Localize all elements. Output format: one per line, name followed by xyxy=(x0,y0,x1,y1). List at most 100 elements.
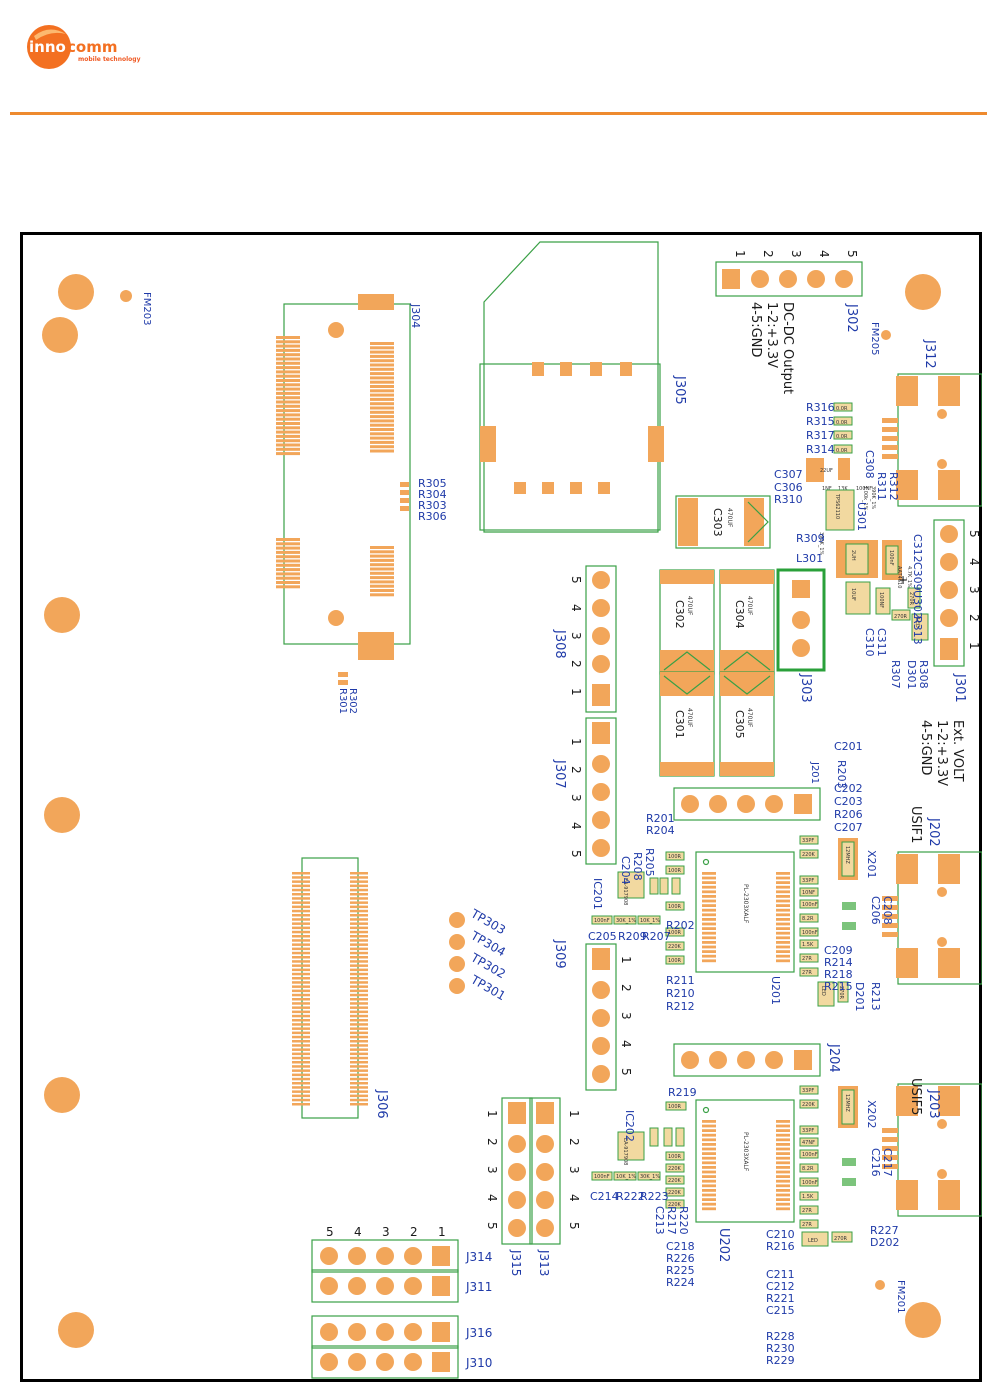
j306-pin xyxy=(350,1023,368,1026)
logo-tagline: mobile technology xyxy=(78,56,141,63)
label-c214: C214 xyxy=(590,1190,619,1203)
label-c305: C305 xyxy=(733,710,746,739)
j304-pin xyxy=(370,389,394,393)
label-u301: U301 xyxy=(855,502,868,531)
val-r210: 220K xyxy=(668,944,682,950)
val-r209: 30K_1% xyxy=(616,918,636,924)
j304-pin xyxy=(276,413,300,417)
j306-pin xyxy=(292,926,310,930)
label-c205: C205 xyxy=(588,930,617,943)
label-j312: J312 xyxy=(922,339,937,369)
u202-pin xyxy=(776,1193,790,1197)
header-j309 xyxy=(585,943,617,1091)
j306-pin xyxy=(350,1056,368,1060)
label-j303: J303 xyxy=(798,673,813,703)
note-dcdc-line2: 4-5:GND xyxy=(748,302,763,357)
header-j201 xyxy=(673,787,821,821)
j301-pin-3: 3 xyxy=(967,586,981,594)
j304-pin xyxy=(370,397,394,401)
j304-pin xyxy=(276,434,300,438)
j304-pin xyxy=(370,580,394,584)
j304-pin xyxy=(276,387,300,391)
val-r312: 390K_1% xyxy=(870,486,876,510)
header-j308 xyxy=(585,565,617,713)
u202-pin xyxy=(702,1193,716,1197)
j306-pin xyxy=(292,998,310,1001)
label-u302: U302 xyxy=(911,590,924,619)
label-x202: X202 xyxy=(865,1100,878,1129)
j304-pin xyxy=(370,445,394,449)
label-j308: J308 xyxy=(552,629,567,659)
u202-pin xyxy=(702,1129,716,1132)
label-r302: R302 xyxy=(347,688,358,714)
label-j311: J311 xyxy=(465,1280,492,1294)
label-r209: R209 xyxy=(618,930,647,943)
j304-pin xyxy=(370,546,394,549)
u201-pin xyxy=(702,945,716,949)
j304-pin xyxy=(370,423,394,427)
u201-pin xyxy=(702,899,716,903)
j306-pin xyxy=(292,1002,310,1005)
j306-pin xyxy=(350,926,368,930)
j306-pin xyxy=(292,893,310,896)
j313-pin-3: 3 xyxy=(567,1166,581,1174)
label-c202: C202 xyxy=(834,782,863,795)
val-r203: 220K xyxy=(802,852,816,858)
label-c210: C210 xyxy=(766,1228,795,1241)
test-points xyxy=(449,912,465,994)
j304-pin xyxy=(370,402,394,406)
val-c205: 100nF xyxy=(594,918,610,924)
j304-pin xyxy=(276,426,300,430)
j315-pin-4: 4 xyxy=(485,1194,499,1202)
label-x201: X201 xyxy=(865,850,878,879)
j306-pin xyxy=(350,1065,368,1068)
val-c214: 100nF xyxy=(594,1174,610,1180)
label-j309: J309 xyxy=(552,939,567,969)
usb-connector-j203 xyxy=(882,1083,982,1217)
u202-pin xyxy=(702,1138,716,1142)
pcb-layout-diagram: FM203 FM205 FM201 J304 R305 R304 R303 R3… xyxy=(20,232,982,1382)
j306-pin xyxy=(350,1082,368,1085)
j304-pin xyxy=(276,443,300,447)
u202-pin xyxy=(776,1202,790,1206)
j315-pin-2: 2 xyxy=(485,1138,499,1146)
j302-pin-1: 1 xyxy=(733,250,747,258)
resistor-array-r303-r306 xyxy=(400,482,409,511)
j315-pin-3: 3 xyxy=(485,1166,499,1174)
j306-pin xyxy=(350,1044,368,1047)
u202-pin xyxy=(702,1152,716,1155)
val-c210: 33PF xyxy=(802,1088,814,1094)
crystal-x201: 12MHZ xyxy=(838,838,858,880)
u201-pin xyxy=(702,913,716,917)
u201-pin xyxy=(776,881,790,884)
j304-pin xyxy=(276,340,300,344)
label-r219: R219 xyxy=(668,1086,697,1099)
crystal-x202: 12MHZ xyxy=(838,1086,858,1128)
j306-pin xyxy=(350,1010,368,1014)
j306-pin xyxy=(292,943,310,946)
j306-pin xyxy=(350,985,368,988)
label-ic202: IC202 xyxy=(623,1110,636,1142)
j304-pin xyxy=(370,436,394,440)
j306-pin xyxy=(350,872,368,875)
u201-pin xyxy=(776,959,790,963)
label-c304: C304 xyxy=(733,600,746,629)
label-r203: R203 xyxy=(835,760,848,789)
j304-pin xyxy=(276,439,300,443)
val-r313: 4.7K_1% xyxy=(906,566,912,588)
label-l301: L301 xyxy=(796,552,823,565)
j304-pin xyxy=(370,372,394,376)
j306-pin xyxy=(292,876,310,879)
val-c304: 470UF xyxy=(746,596,753,616)
val-c207: 100nF xyxy=(802,902,818,908)
j304-pin xyxy=(370,385,394,388)
val-r229: 27R xyxy=(802,1222,812,1228)
u202-pin xyxy=(702,1207,716,1211)
val-r315: 0.0R xyxy=(836,420,848,426)
j304-pin xyxy=(370,440,394,444)
j306-pin xyxy=(292,872,310,875)
row-pin-1: 1 xyxy=(438,1225,446,1239)
u202-pin xyxy=(776,1175,790,1178)
val-r214: 1.5K xyxy=(802,942,814,948)
label-c209: C209 xyxy=(824,944,853,957)
